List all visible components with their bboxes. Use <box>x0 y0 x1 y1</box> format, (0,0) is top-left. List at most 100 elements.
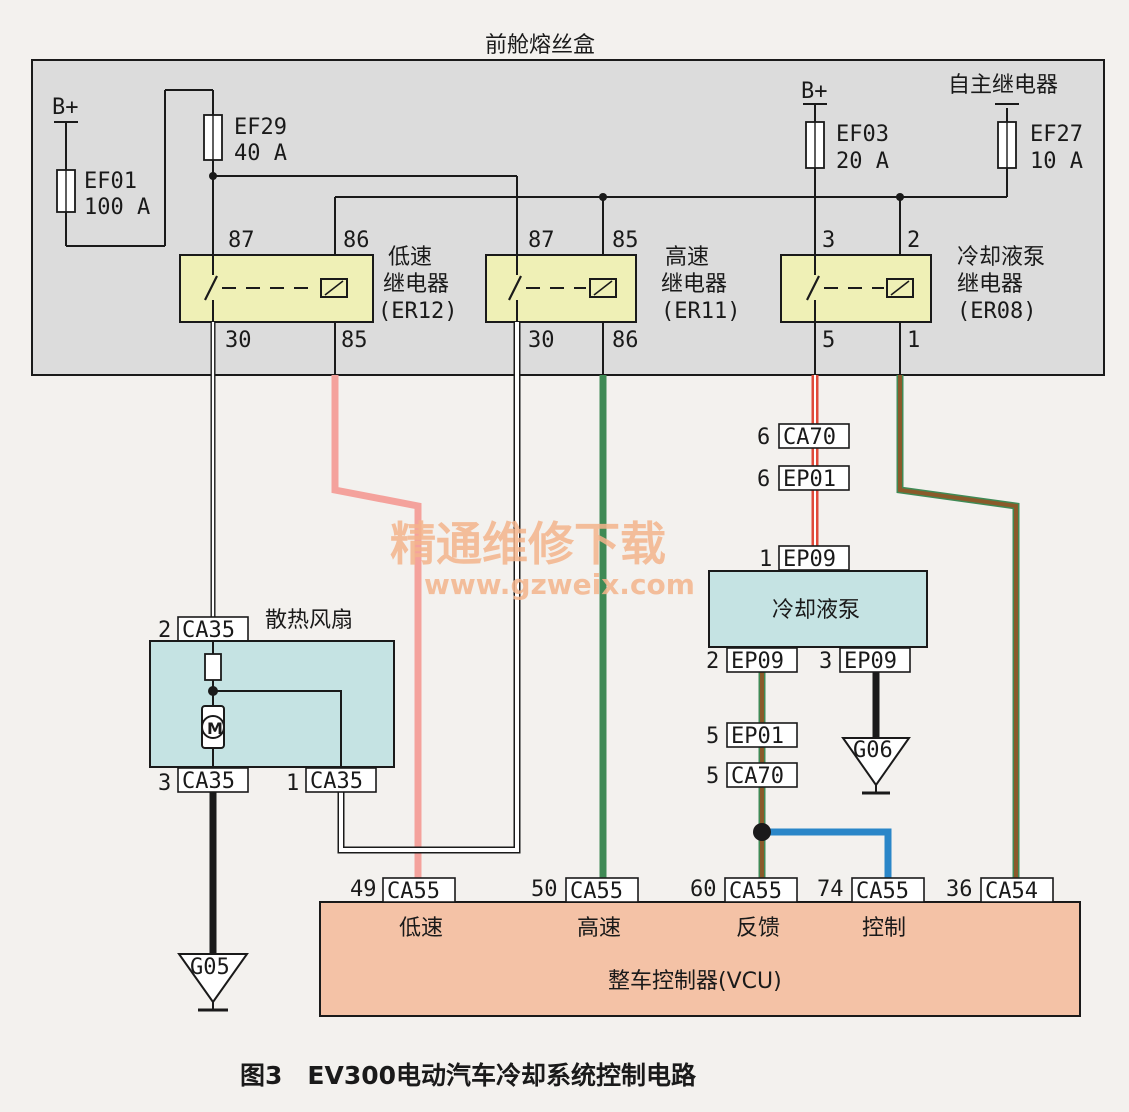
connector-ep01-6: EP01 6 <box>757 465 850 492</box>
high-relay-pin-86: 86 <box>612 328 639 353</box>
low-relay-line1: 低速 <box>388 245 432 270</box>
pump-relay-code: (ER08) <box>957 299 1036 324</box>
connector-ca55-49: CA55 49 <box>350 877 456 904</box>
svg-text:CA35: CA35 <box>310 769 363 794</box>
svg-text:CA70: CA70 <box>731 764 784 789</box>
high-relay-line2: 继电器 <box>661 272 727 297</box>
svg-text:EP09: EP09 <box>844 649 897 674</box>
low-relay-pin-30: 30 <box>225 328 252 353</box>
svg-text:CA70: CA70 <box>783 425 836 450</box>
low-relay-code: (ER12) <box>378 299 457 324</box>
connector-ep09-3: EP09 3 <box>819 647 911 674</box>
svg-text:1: 1 <box>759 547 772 572</box>
relay-high-speed: 87 85 30 86 高速 继电器 (ER11) <box>485 228 740 353</box>
svg-text:6: 6 <box>757 467 770 492</box>
svg-text:CA35: CA35 <box>182 769 235 794</box>
ef01-name: EF01 <box>84 169 137 194</box>
radiator-fan-label: 散热风扇 <box>265 608 353 633</box>
relay-low-speed: 87 86 30 85 低速 继电器 (ER12) <box>179 228 457 353</box>
ground-g06: G06 <box>841 737 911 795</box>
fuse-box-title: 前舱熔丝盒 <box>485 33 595 58</box>
coolant-pump-label: 冷却液泵 <box>772 598 860 623</box>
svg-text:CA55: CA55 <box>856 879 909 904</box>
b-plus-right: B+ <box>801 79 828 104</box>
ef03-rating: 20 A <box>836 149 889 174</box>
connector-ca70-6: CA70 6 <box>757 423 850 450</box>
fuse-ef29: EF29 40 A <box>203 114 287 166</box>
vcu-title: 整车控制器(VCU) <box>608 969 782 994</box>
connector-ca35-3: CA35 3 <box>158 767 249 796</box>
splice-dot <box>753 823 771 841</box>
high-relay-pin-85: 85 <box>612 228 639 253</box>
g06-label: G06 <box>853 738 893 763</box>
svg-text:EP01: EP01 <box>731 724 784 749</box>
ef29-rating: 40 A <box>234 141 287 166</box>
vcu-pin-low: 低速 <box>399 916 443 941</box>
svg-text:CA35: CA35 <box>182 618 235 643</box>
vcu-pin-high: 高速 <box>577 916 621 941</box>
watermark-cn: 精通维修下载 <box>390 517 666 571</box>
svg-text:6: 6 <box>757 425 770 450</box>
svg-text:60: 60 <box>690 877 717 902</box>
connector-ca35-1: CA35 1 <box>286 767 377 796</box>
svg-text:3: 3 <box>158 771 171 796</box>
svg-text:EP01: EP01 <box>783 467 836 492</box>
vcu-pin-feedback: 反馈 <box>736 916 780 941</box>
fuse-ef03: EF03 20 A <box>805 121 889 174</box>
coolant-pump: 冷却液泵 <box>708 570 928 648</box>
svg-text:49: 49 <box>350 877 377 902</box>
ef03-name: EF03 <box>836 122 889 147</box>
svg-text:EP09: EP09 <box>731 649 784 674</box>
svg-text:CA55: CA55 <box>387 879 440 904</box>
connector-ca35-2: CA35 2 <box>158 616 249 643</box>
figure-caption: 图3 EV300电动汽车冷却系统控制电路 <box>240 1061 697 1090</box>
b-plus-left: B+ <box>52 95 79 120</box>
pump-relay-line1: 冷却液泵 <box>957 245 1045 270</box>
svg-text:CA55: CA55 <box>570 879 623 904</box>
pump-relay-pin-5: 5 <box>822 328 835 353</box>
wire-low-85-to-vcu <box>331 375 422 880</box>
pump-relay-pin-2: 2 <box>907 228 920 253</box>
junction-dots <box>209 172 904 201</box>
autonomous-relay-label: 自主继电器 <box>948 73 1058 98</box>
ef01-rating: 100 A <box>84 195 150 220</box>
svg-text:36: 36 <box>946 877 973 902</box>
low-relay-line2: 继电器 <box>383 272 449 297</box>
connector-ep09-1: EP09 1 <box>759 545 850 572</box>
g05-label: G05 <box>190 955 230 980</box>
low-relay-pin-86: 86 <box>343 228 370 253</box>
connector-ca54-36: CA54 36 <box>946 877 1054 904</box>
ef27-name: EF27 <box>1030 122 1083 147</box>
svg-text:2: 2 <box>158 618 171 643</box>
pump-relay-line2: 继电器 <box>957 272 1023 297</box>
high-relay-pin-87: 87 <box>528 228 555 253</box>
svg-text:5: 5 <box>706 764 719 789</box>
vcu: 低速 高速 反馈 控制 整车控制器(VCU) <box>319 901 1081 1017</box>
high-relay-line1: 高速 <box>665 245 709 270</box>
wire-pump-1-to-vcu <box>896 375 1020 878</box>
connector-ca55-60: CA55 60 <box>690 877 798 904</box>
high-relay-code: (ER11) <box>661 299 740 324</box>
high-relay-pin-30: 30 <box>528 328 555 353</box>
fuse-ef01: EF01 100 A <box>56 169 150 220</box>
ef29-name: EF29 <box>234 115 287 140</box>
radiator-fan: M <box>149 640 395 768</box>
ef27-rating: 10 A <box>1030 149 1083 174</box>
svg-text:3: 3 <box>819 649 832 674</box>
svg-text:1: 1 <box>286 771 299 796</box>
svg-text:5: 5 <box>706 724 719 749</box>
svg-text:2: 2 <box>706 649 719 674</box>
connector-ep09-2: EP09 2 <box>706 647 798 674</box>
vcu-pin-control: 控制 <box>862 916 906 941</box>
svg-text:50: 50 <box>531 877 558 902</box>
svg-text:74: 74 <box>817 877 844 902</box>
ground-g05: G05 <box>177 953 249 1012</box>
connector-ca55-50: CA55 50 <box>531 877 639 904</box>
pump-relay-pin-3: 3 <box>822 228 835 253</box>
wire-high-30-to-fan <box>337 322 521 854</box>
connector-ca70-5: CA70 5 <box>706 762 798 789</box>
low-relay-pin-85: 85 <box>341 328 368 353</box>
fan-motor-icon: M <box>207 719 223 738</box>
wire-pump-control <box>762 828 892 880</box>
svg-text:CA55: CA55 <box>729 879 782 904</box>
